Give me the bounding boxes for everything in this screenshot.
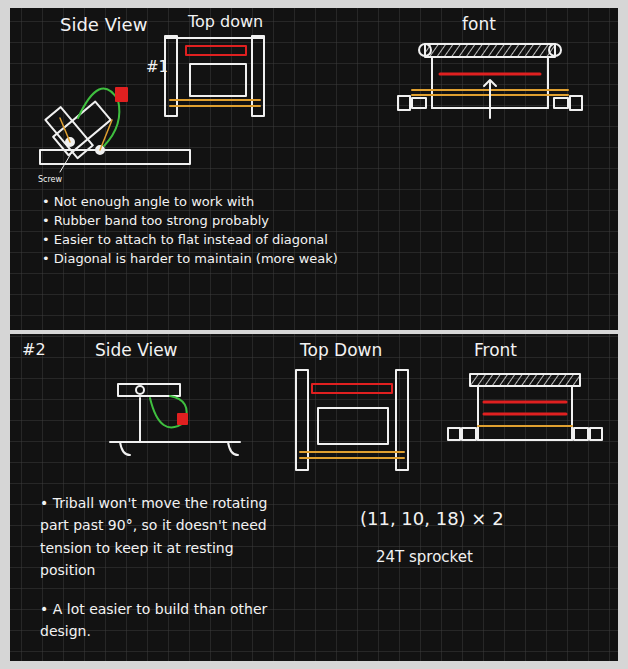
callout-number: #1 [146, 58, 168, 76]
side-view-sketch [110, 384, 240, 455]
sketch-panel [10, 8, 618, 330]
callout-number: #2 [22, 340, 46, 359]
dimension-label: (11, 10, 18) × 2 [360, 508, 504, 530]
note-text: • Diagonal is harder to maintain (more w… [42, 251, 338, 267]
part-label: Screw [38, 175, 62, 185]
note-text: • Not enough angle to work with [42, 194, 254, 210]
side-view-sketch [40, 88, 190, 172]
sketch-panel [10, 334, 618, 661]
view-heading: Side View [60, 14, 147, 36]
part-label: 24T sprocket [376, 548, 473, 566]
grid [10, 334, 618, 661]
top-down-sketch [296, 370, 408, 470]
front-sketch [398, 44, 582, 118]
view-heading: Top Down [300, 340, 382, 360]
note-text: • Rubber band too strong probably [42, 213, 269, 229]
note-text: • Easier to attach to flat instead of di… [42, 232, 328, 248]
view-heading: Side View [95, 340, 178, 360]
view-heading: font [462, 14, 496, 34]
top-down-sketch [165, 36, 264, 116]
view-heading: Top down [188, 12, 263, 31]
grid [10, 8, 618, 330]
view-heading: Front [474, 340, 517, 360]
front-sketch [448, 374, 602, 440]
note-text: • A lot easier to build than other desig… [40, 598, 280, 643]
note-text: • Triball won't move the rotating part p… [40, 492, 280, 582]
